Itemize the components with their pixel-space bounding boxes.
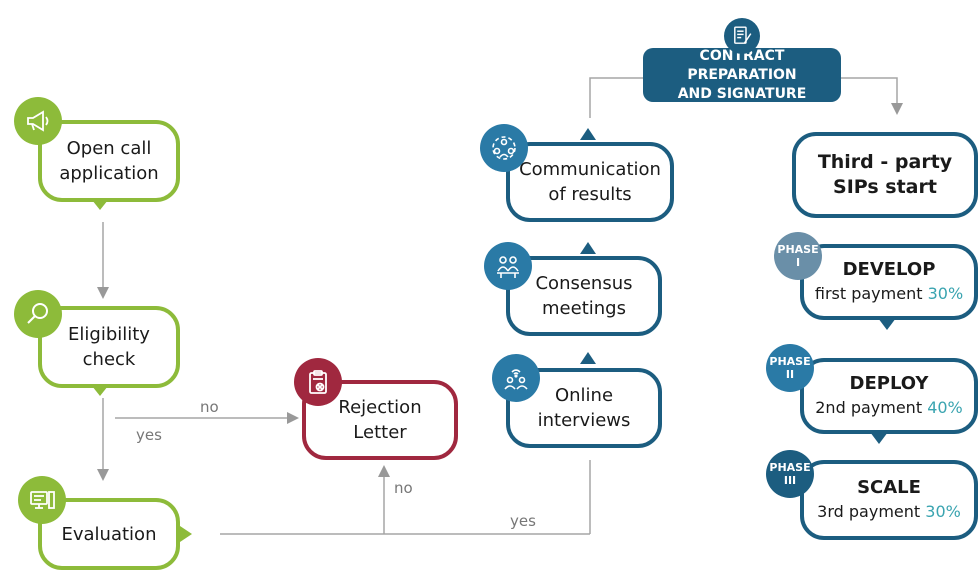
phase-badge: PHASE I: [774, 232, 822, 280]
edge-label-yes: yes: [136, 426, 162, 444]
phase-badge-word: PHASE: [769, 461, 811, 474]
contract-sign-icon: [724, 18, 760, 54]
phase-title: DEPLOY: [849, 373, 929, 394]
phase-percent: 30%: [925, 502, 961, 521]
rejection-line2: Letter: [353, 422, 407, 443]
rejection-box: Rejection Letter: [302, 380, 458, 460]
edge-label-no: no: [394, 479, 413, 497]
computer-icon: [18, 476, 66, 524]
open-call-pointer: [92, 200, 108, 210]
phase-badge-num: II: [785, 368, 795, 381]
third-party-line1: Third - party: [817, 151, 953, 173]
phase-badge-word: PHASE: [769, 355, 811, 368]
communication-line1: Communication: [519, 159, 661, 180]
evaluation-pointer: [180, 526, 192, 542]
online-people-icon: [492, 354, 540, 402]
evaluation-label: Evaluation: [61, 523, 157, 545]
clipboard-reject-icon: [294, 358, 342, 406]
consensus-pointer: [580, 242, 596, 254]
phase-payment-text: 2nd payment: [815, 398, 923, 417]
phase-payment-text: 3rd payment: [817, 502, 921, 521]
people-circle-icon: [480, 124, 528, 172]
rejection-line1: Rejection: [338, 397, 422, 418]
consensus-line1: Consensus: [535, 273, 633, 294]
communication-box: Communication of results: [506, 142, 674, 222]
megaphone-icon: [14, 97, 62, 145]
phase-badge: PHASE III: [766, 450, 814, 498]
third-party-box: Third - party SIPs start: [792, 132, 978, 218]
phase-payment: 3rd payment 30%: [817, 500, 961, 524]
online-line2: interviews: [537, 410, 631, 431]
consensus-line2: meetings: [542, 298, 626, 319]
contract-line2: AND SIGNATURE: [677, 85, 807, 102]
phase-title: DEVELOP: [842, 259, 936, 280]
phase-badge-num: I: [795, 256, 801, 269]
phase-deploy-box: DEPLOY 2nd payment 40%: [800, 358, 978, 434]
contract-preparation-box: CONTRACT PREPARATION AND SIGNATURE: [643, 48, 841, 102]
eligibility-box: Eligibility check: [38, 306, 180, 388]
phase-develop-box: DEVELOP first payment 30%: [800, 244, 978, 320]
edge-label-no: no: [200, 398, 219, 416]
communication-line2: of results: [548, 184, 632, 205]
eligibility-line2: check: [82, 349, 136, 370]
phase-payment-text: first payment: [814, 284, 923, 303]
phase-scale-box: SCALE 3rd payment 30%: [800, 460, 978, 540]
phase-develop-pointer: [878, 318, 896, 330]
edge-label-yes: yes: [510, 512, 536, 530]
evaluation-box: Evaluation: [38, 498, 180, 570]
phase-payment: 2nd payment 40%: [815, 396, 963, 420]
online-interviews-box: Online interviews: [506, 368, 662, 448]
third-party-line2: SIPs start: [833, 176, 937, 198]
phase-deploy-pointer: [870, 432, 888, 444]
meeting-icon: [484, 242, 532, 290]
eligibility-line1: Eligibility: [68, 324, 150, 345]
phase-percent: 40%: [927, 398, 963, 417]
phase-percent: 30%: [927, 284, 964, 303]
online-line1: Online: [554, 385, 614, 406]
open-call-line1: Open call: [66, 138, 152, 159]
open-call-box: Open call application: [38, 120, 180, 202]
online-pointer: [580, 352, 596, 364]
phase-badge-word: PHASE: [777, 243, 819, 256]
communication-pointer: [580, 128, 596, 140]
eligibility-pointer: [92, 386, 108, 396]
contract-line1: CONTRACT PREPARATION: [687, 47, 797, 83]
magnifier-icon: [14, 290, 62, 338]
consensus-box: Consensus meetings: [506, 256, 662, 336]
phase-title: SCALE: [857, 477, 921, 498]
phase-payment: first payment 30%: [815, 282, 963, 306]
open-call-line2: application: [59, 163, 159, 184]
phase-badge-num: III: [783, 474, 797, 487]
phase-badge: PHASE II: [766, 344, 814, 392]
